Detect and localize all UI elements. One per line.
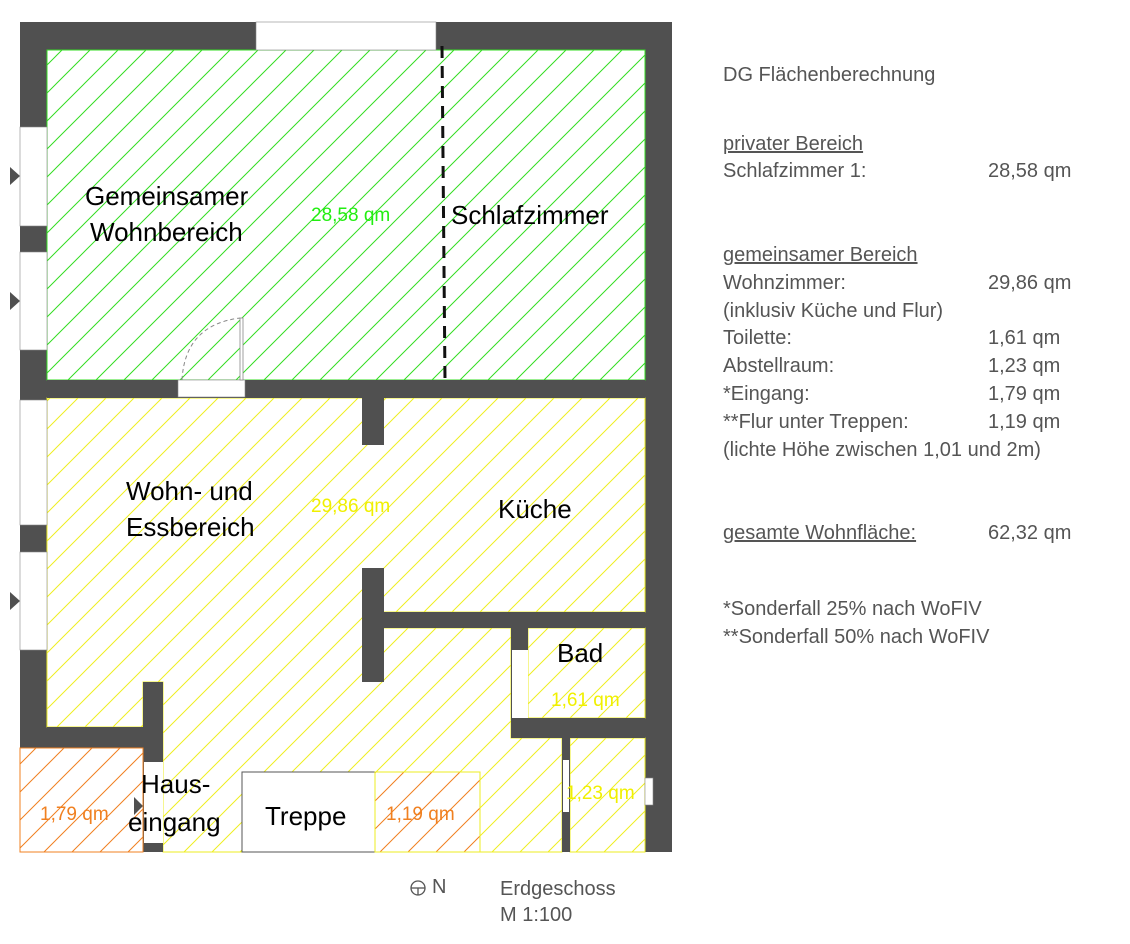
room-label: Treppe [265,801,346,831]
room-label: eingang [128,807,221,837]
footnote: **Sonderfall 50% nach WoFIV [723,625,990,648]
list-item: Schlafzimmer 1:28,58 qm [723,160,1072,183]
area-label: 29,86 qm [311,496,390,517]
area-green [46,49,646,381]
list-item: **Flur unter Treppen:1,19 qm [723,410,1061,433]
windows [19,21,654,806]
area-label: 1,19 qm [386,804,455,825]
area-label: 1,23 qm [566,783,635,804]
doors[interactable] [144,379,569,843]
room-label: Wohnbereich [90,217,243,247]
north-label: N [432,876,447,898]
plan-caption: Erdgeschoss M 1:100 [500,876,616,928]
shared-heading: gemeinsamer Bereich [723,243,918,266]
north-arrow-icon [410,880,426,896]
window-markers [10,167,143,815]
list-item: *Eingang:1,79 qm [723,382,1061,405]
total-row: gesamte Wohnfläche:62,32 qm [723,522,1072,545]
list-item: Wohnzimmer:29,86 qm [723,271,1072,294]
area-label: 28,58 qm [311,205,390,226]
floor-name: Erdgeschoss [500,878,616,900]
stairs [241,771,376,853]
room-label: Küche [498,494,572,524]
area-flur [374,771,481,853]
panel-title: DG Flächenberechnung [723,64,936,86]
area-label: 1,79 qm [40,804,109,825]
room-label: Wohn- und [126,476,253,506]
room-divider [440,45,447,381]
private-heading: privater Bereich [723,132,864,155]
area-calculation-panel: DG Flächenberechnung privater Bereich Sc… [723,62,1123,651]
room-label: Essbereich [126,512,255,542]
scale: M 1:100 [500,904,573,926]
room-label: Bad [557,638,603,668]
height-note: (lichte Höhe zwischen 1,01 und 2m) [723,438,1041,461]
list-item: (inklusiv Küche und Flur) [723,299,944,322]
room-label: Schlafzimmer [451,200,609,230]
room-label: Haus- [141,769,210,799]
area-label: 1,61 qm [551,690,620,711]
list-item: Toilette:1,61 qm [723,327,1061,350]
area-yellow [46,397,646,853]
list-item: Abstellraum:1,23 qm [723,355,1061,378]
footnote: *Sonderfall 25% nach WoFIV [723,597,982,620]
area-eingang [19,747,144,853]
room-label: Gemeinsamer [85,181,249,211]
